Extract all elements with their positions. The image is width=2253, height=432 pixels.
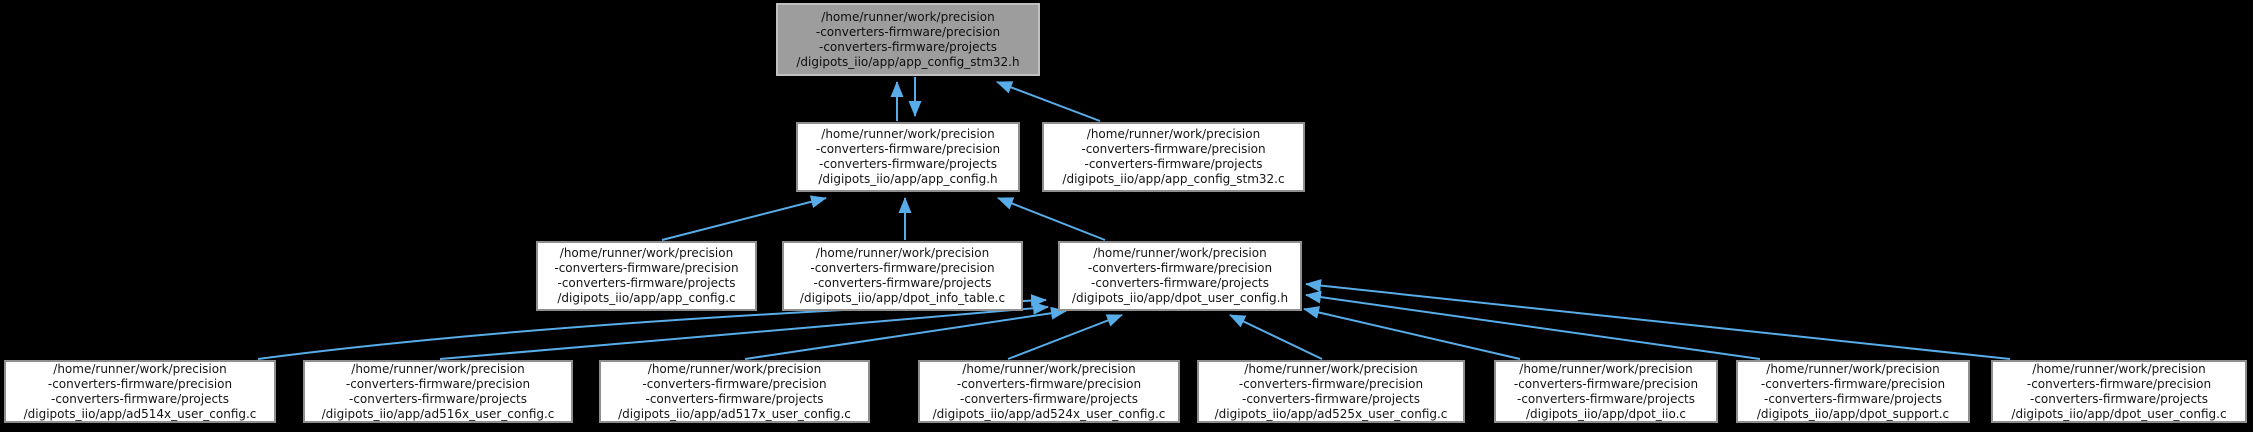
node-path-line: -converters-firmware/precision [554,261,739,275]
node-path-line: /digipots_iio/app/app_config_stm32.c [1062,172,1285,186]
node-path-line: /home/runner/work/precision [821,127,995,141]
node-path-line: /digipots_iio/app/ad514x_user_config.c [23,406,257,421]
node-path-line: /digipots_iio/app/dpot_user_config.h [1071,291,1289,305]
node-path-line: -converters-firmware/projects [2029,391,2209,406]
node-path-line: -converters-firmware/projects [1763,391,1943,406]
node-path-line: -converters-firmware/precision [1087,261,1273,275]
edge-ad516x-user-config-c-to-dpot-user-config-h [439,301,1049,360]
node-path-line: /digipots_iio/app/ad524x_user_config.c [932,406,1166,421]
node-path-line: -converters-firmware/precision [1760,376,1946,391]
node-path-line: -converters-firmware/precision [810,261,995,275]
node-path-line: -converters-firmware/projects [557,276,736,290]
node-path-line: /digipots_iio/app/ad516x_user_config.c [321,406,555,421]
node-path-line: -converters-firmware/projects [1090,276,1270,290]
node-path-line: /home/runner/work/precision [2032,361,2206,376]
graph-node-app-config-stm32-h[interactable]: /home/runner/work/precision -converters-… [776,3,1040,76]
node-path-line: -converters-firmware/projects [818,157,998,171]
graph-node-dpot-user-config-h[interactable]: /home/runner/work/precision -converters-… [1058,241,1302,311]
node-path-line: -converters-firmware/precision [47,376,233,391]
edge-app-config-stm32-c-to-app-config-stm32-h [996,81,1101,122]
node-path-line: -converters-firmware/projects [1084,157,1263,171]
graph-node-ad514x-user-config-c[interactable]: /home/runner/work/precision -converters-… [4,360,276,423]
node-path-line: -converters-firmware/precision [642,376,827,391]
node-path-line: /home/runner/work/precision [351,361,525,376]
edge-dpot-user-config-c-to-dpot-user-config-h [1305,279,2011,360]
node-path-line: -converters-firmware/precision [2026,376,2212,391]
node-path-line: /home/runner/work/precision [815,246,990,260]
graph-node-app-config-stm32-c[interactable]: /home/runner/work/precision -converters-… [1042,122,1305,192]
edge-dpot-user-config-h-to-app-config-h [997,197,1106,241]
node-path-line: /home/runner/work/precision [647,361,822,376]
node-path-line: -converters-firmware/precision [815,142,1001,156]
graph-node-ad517x-user-config-c[interactable]: /home/runner/work/precision -converters-… [599,360,870,423]
edge-dpot-iio-c-to-dpot-user-config-h [1303,306,1521,360]
graph-node-ad524x-user-config-c[interactable]: /home/runner/work/precision -converters-… [918,360,1180,423]
node-path-line: /digipots_iio/app/dpot_info_table.c [799,291,1006,305]
node-path-line: /home/runner/work/precision [559,246,734,260]
node-path-line: /digipots_iio/app/dpot_user_config.c [2011,406,2227,421]
node-path-line: -converters-firmware/precision [1238,376,1424,391]
node-path-line: -converters-firmware/projects [50,391,230,406]
node-path-line: /home/runner/work/precision [1086,127,1261,141]
node-path-line: -converters-firmware/projects [959,391,1139,406]
node-path-line: /digipots_iio/app/app_config.h [818,172,998,186]
node-path-line: -converters-firmware/precision [1513,376,1699,391]
graph-node-ad525x-user-config-c[interactable]: /home/runner/work/precision -converters-… [1197,360,1465,423]
graph-node-dpot-user-config-c[interactable]: /home/runner/work/precision -converters-… [1991,360,2247,423]
node-path-line: /home/runner/work/precision [1244,361,1418,376]
node-path-line: /home/runner/work/precision [1766,361,1940,376]
node-path-line: /digipots_iio/app/app_config.c [557,291,736,305]
node-path-line: /home/runner/work/precision [962,361,1136,376]
node-path-line: -converters-firmware/projects [813,276,992,290]
node-path-line: -converters-firmware/projects [645,391,824,406]
graph-node-dpot-info-table-c[interactable]: /home/runner/work/precision -converters-… [782,241,1023,311]
node-path-line: /home/runner/work/precision [1519,361,1693,376]
node-path-line: /digipots_iio/app/ad525x_user_config.c [1214,406,1448,421]
graph-node-dpot-iio-c[interactable]: /home/runner/work/precision -converters-… [1494,360,1718,423]
node-path-line: /home/runner/work/precision [1093,246,1267,260]
node-path-line: -converters-firmware/precision [815,24,1001,39]
node-path-line: /home/runner/work/precision [53,361,227,376]
node-path-line: -converters-firmware/precision [956,376,1142,391]
node-path-line: -converters-firmware/projects [1516,391,1696,406]
node-path-line: /digipots_iio/app/ad517x_user_config.c [618,406,851,421]
graph-node-dpot-support-c[interactable]: /home/runner/work/precision -converters-… [1736,360,1970,423]
node-path-line: -converters-firmware/precision [1081,142,1266,156]
edge-ad517x-user-config-c-to-dpot-user-config-h [744,306,1067,360]
edge-ad524x-user-config-c-to-dpot-user-config-h [1007,314,1123,360]
node-path-line: /digipots_iio/app/dpot_iio.c [1525,406,1687,421]
node-path-line: -converters-firmware/precision [345,376,531,391]
edge-dpot-support-c-to-dpot-user-config-h [1305,290,1761,360]
node-path-line: /home/runner/work/precision [821,9,995,24]
node-path-line: -converters-firmware/projects [348,391,528,406]
graph-node-app-config-h[interactable]: /home/runner/work/precision -converters-… [796,122,1020,192]
node-path-line: /digipots_iio/app/app_config_stm32.h [796,54,1020,69]
node-path-line: -converters-firmware/projects [1241,391,1421,406]
node-path-line: -converters-firmware/projects [818,39,998,54]
graph-node-ad516x-user-config-c[interactable]: /home/runner/work/precision -converters-… [303,360,573,423]
node-path-line: /digipots_iio/app/dpot_support.c [1756,406,1950,421]
edge-ad525x-user-config-c-to-dpot-user-config-h [1229,314,1323,360]
graph-node-app-config-c[interactable]: /home/runner/work/precision -converters-… [536,241,757,311]
edge-app-config-c-to-app-config-h [661,195,827,241]
